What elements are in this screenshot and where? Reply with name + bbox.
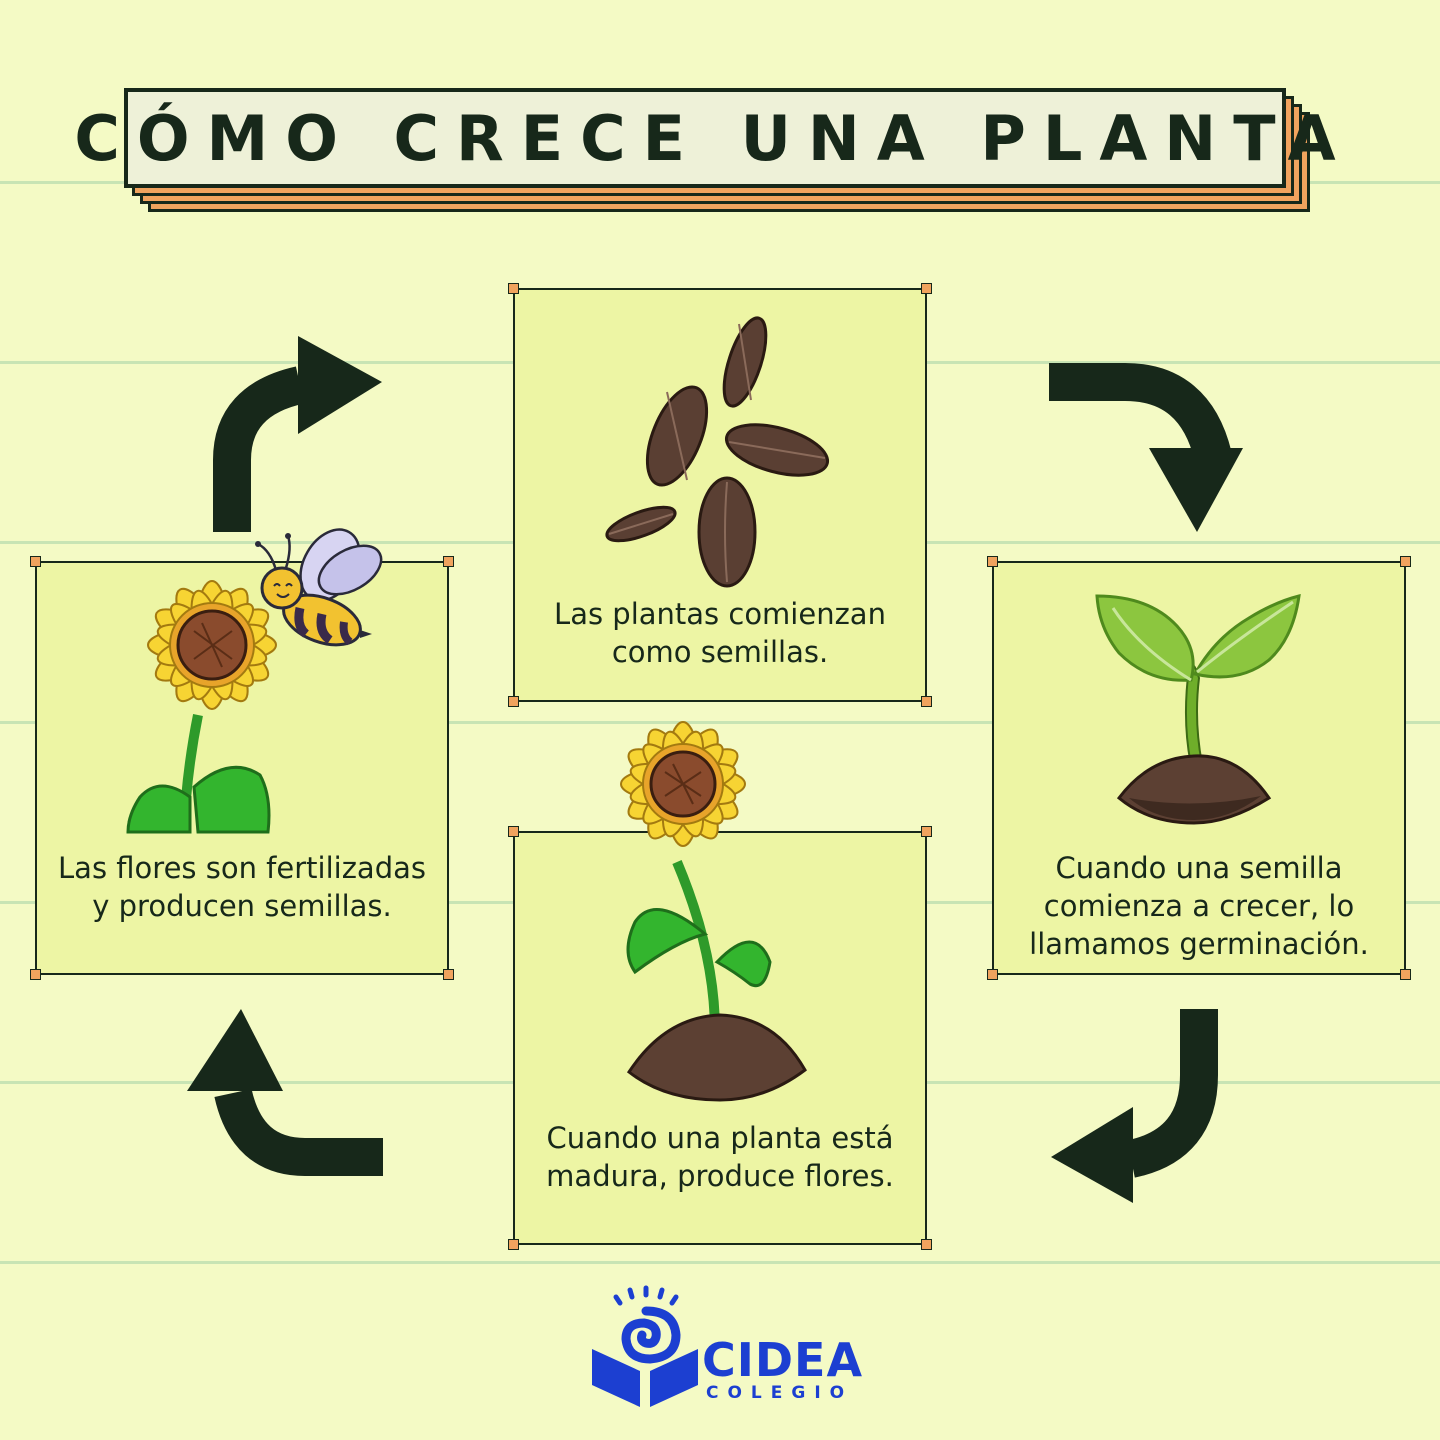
- corner-handle: [1400, 969, 1411, 980]
- seeds-icon: [605, 316, 830, 588]
- cidea-logo: CIDEA COLEGIO: [590, 1285, 864, 1410]
- title-panel: CÓMO CRECE UNA PLANTA: [74, 88, 1336, 188]
- sunflower-icon: [126, 580, 277, 834]
- corner-handle: [443, 556, 454, 567]
- logo-subtitle: COLEGIO: [706, 1383, 854, 1403]
- logo-name: CIDEA: [702, 1333, 864, 1387]
- step-text-germination: Cuando una semilla comienza a crecer, lo…: [1029, 851, 1369, 961]
- cycle-arrow-icon: [213, 336, 382, 532]
- corner-handle: [508, 283, 519, 294]
- corner-handle: [1400, 556, 1411, 567]
- page-title-banner: CÓMO CRECE UNA PLANTA: [74, 88, 1336, 212]
- corner-handle: [987, 556, 998, 567]
- background-line: [0, 721, 1440, 724]
- corner-handle: [30, 969, 41, 980]
- page-title: CÓMO CRECE UNA PLANTA: [74, 101, 1353, 175]
- bee-icon: [255, 528, 383, 647]
- corner-handle: [508, 696, 519, 707]
- corner-handle: [921, 1239, 932, 1250]
- sprout-icon: [1095, 594, 1301, 825]
- corner-handle: [921, 826, 932, 837]
- corner-handle: [508, 1239, 519, 1250]
- step-text-seeds: Las plantas comienzan como semillas.: [554, 597, 886, 669]
- cycle-arrow-icon: [187, 1009, 383, 1176]
- background-line: [0, 1261, 1440, 1264]
- step-box-seeds: Las plantas comienzan como semillas.: [508, 283, 932, 707]
- sunflower-icon: [620, 721, 807, 1102]
- corner-handle: [508, 826, 519, 837]
- cycle-arrow-icon: [1051, 1009, 1218, 1203]
- corner-handle: [921, 283, 932, 294]
- corner-handle: [30, 556, 41, 567]
- step-text-mature: Cuando una planta está madura, produce f…: [546, 1121, 894, 1193]
- cidea-logo-icon: [592, 1285, 698, 1407]
- step-box-germination: Cuando una semilla comienza a crecer, lo…: [987, 556, 1411, 980]
- cycle-arrow-icon: [1049, 363, 1243, 532]
- corner-handle: [443, 969, 454, 980]
- step-text-fertilized: Las flores son fertilizadas y producen s…: [58, 851, 426, 923]
- corner-handle: [921, 696, 932, 707]
- corner-handle: [987, 969, 998, 980]
